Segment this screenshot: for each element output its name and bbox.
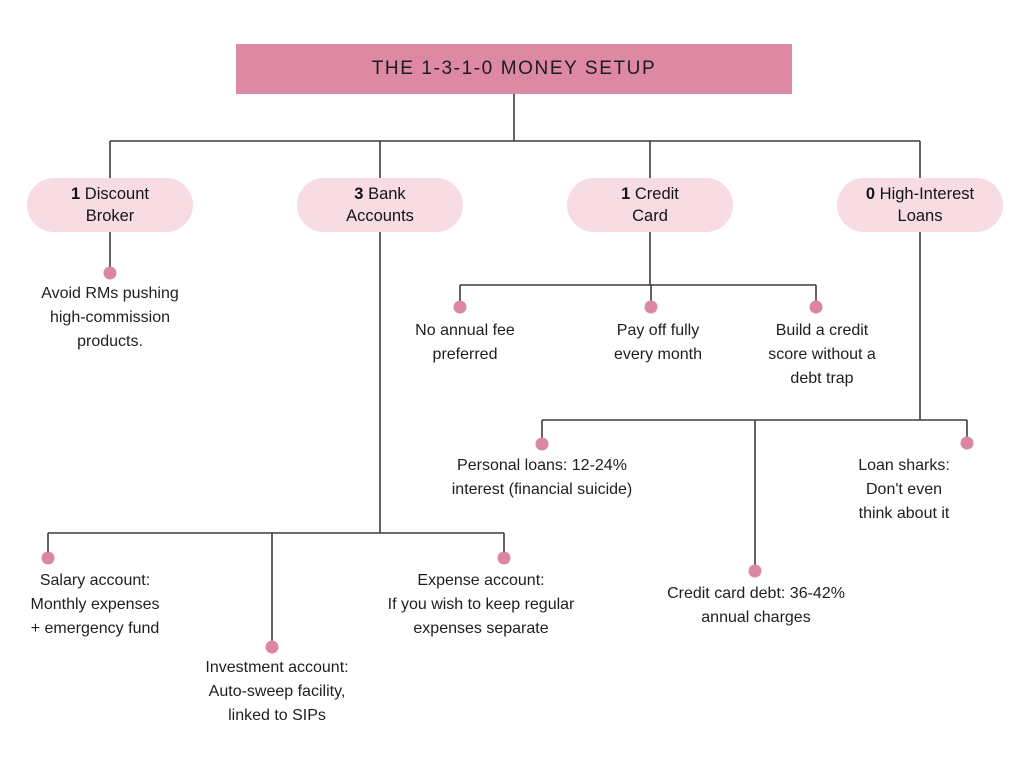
pill-text: 1 Credit Card — [621, 183, 679, 227]
pill-credit-card: 1 Credit Card — [567, 178, 733, 232]
dot-bank-investment — [265, 640, 279, 654]
pill-label: Bank Accounts — [346, 185, 414, 225]
pill-text: 1 Discount Broker — [71, 183, 149, 227]
dot-bank-salary — [41, 551, 55, 565]
dot-credit-pay-off — [644, 300, 658, 314]
pill-label: Discount Broker — [84, 185, 149, 225]
dot-loans-credit-card-debt — [748, 564, 762, 578]
note-bank-expense: Expense account: If you wish to keep reg… — [387, 572, 575, 637]
diagram-title: THE 1-3-1-0 MONEY SETUP — [236, 44, 792, 94]
pill-high-interest-loans: 0 High-Interest Loans — [837, 178, 1003, 232]
loans-branch-connector — [541, 232, 968, 565]
dot-loans-personal — [535, 437, 549, 451]
pill-label: Credit Card — [632, 185, 679, 225]
diagram-title-text: THE 1-3-1-0 MONEY SETUP — [371, 58, 657, 79]
pill-label: High-Interest Loans — [879, 185, 975, 225]
note-credit-score: Build a credit score without a debt trap — [768, 322, 876, 387]
dot-bank-expense — [497, 551, 511, 565]
dot-loans-sharks — [960, 436, 974, 450]
trunk-connector — [109, 94, 921, 178]
note-bank-investment: Investment account: Auto-sweep facility,… — [205, 659, 349, 724]
note-loans-sharks: Loan sharks: Don't even think about it — [858, 457, 950, 522]
note-credit-pay-off: Pay off fully every month — [613, 322, 703, 363]
pill-number: 3 — [354, 185, 364, 203]
pill-discount-broker: 1 Discount Broker — [27, 178, 193, 232]
note-loans-personal: Personal loans: 12-24% interest (financi… — [451, 457, 633, 498]
pill-text: 0 High-Interest Loans — [866, 183, 974, 227]
bank-branch-connector — [47, 232, 505, 641]
note-bank-salary: Salary account: Monthly expenses + emerg… — [30, 572, 160, 637]
note-loans-credit-card-debt: Credit card debt: 36-42% annual charges — [667, 585, 845, 626]
dot-credit-score — [809, 300, 823, 314]
dot-credit-no-fee — [453, 300, 467, 314]
connector-dots — [41, 266, 974, 654]
note-credit-no-fee: No annual fee preferred — [415, 322, 515, 363]
dot-broker — [103, 266, 117, 280]
credit-branch-connector — [459, 232, 817, 302]
pill-number: 0 — [865, 185, 876, 203]
pill-number: 1 — [621, 185, 631, 203]
note-broker-detail: Avoid RMs pushing high-commission produc… — [41, 285, 179, 350]
pill-number: 1 — [71, 185, 81, 203]
pill-bank-accounts: 3 Bank Accounts — [297, 178, 463, 232]
pill-text: 3 Bank Accounts — [346, 183, 414, 227]
